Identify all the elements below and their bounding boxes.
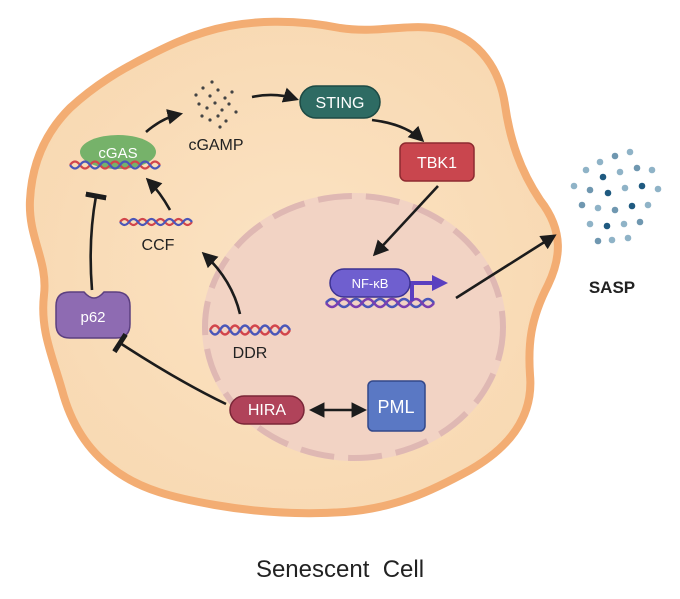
nfkb-label: NF-κB xyxy=(352,276,389,291)
cgamp-label: cGAMP xyxy=(188,137,243,154)
nfkb-dna-icon xyxy=(324,297,436,309)
p62-label: p62 xyxy=(80,309,105,326)
tbk1-node xyxy=(399,142,475,182)
nfkb-node xyxy=(329,268,411,298)
transcription-arrow-icon xyxy=(410,281,436,301)
cgas-dna-icon xyxy=(69,160,161,170)
cell-caption: Senescent Cell xyxy=(256,556,424,583)
ccf-dna-icon xyxy=(119,217,193,227)
nucleus xyxy=(202,193,506,461)
sting-node xyxy=(299,85,381,119)
cgamp-particles xyxy=(194,80,238,129)
nuclear-envelope xyxy=(202,193,506,461)
p62-node xyxy=(55,291,131,339)
hira-node xyxy=(229,395,305,425)
cgas-label: cGAS xyxy=(98,145,137,162)
inhibition-arrows xyxy=(85,191,227,406)
sting-label: STING xyxy=(316,95,365,112)
pml-node xyxy=(367,380,426,432)
tbk1-label: TBK1 xyxy=(417,155,457,172)
ccf-label: CCF xyxy=(142,237,175,254)
sasp-particles xyxy=(570,148,662,245)
pathway-arrows xyxy=(145,87,557,418)
cgas-blob xyxy=(80,135,156,169)
pml-label: PML xyxy=(377,397,414,417)
ddr-label: DDR xyxy=(233,345,268,362)
hira-label: HIRA xyxy=(248,402,287,419)
sasp-label: SASP xyxy=(589,278,635,297)
ddr-dna-icon xyxy=(208,324,292,336)
